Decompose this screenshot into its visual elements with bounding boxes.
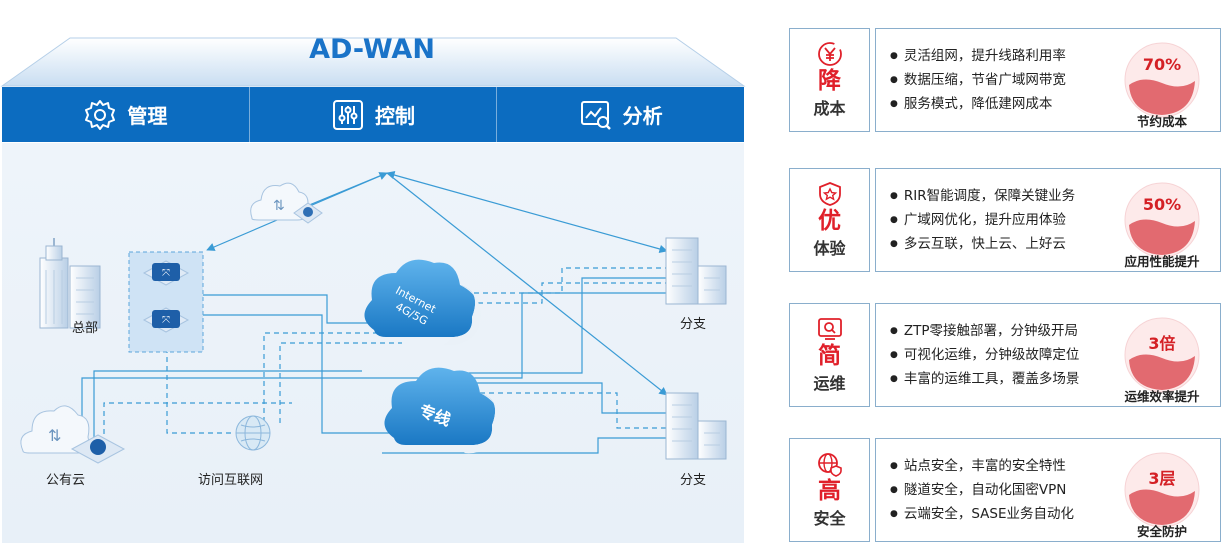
badge-circle: [1124, 182, 1200, 258]
badge-circle: [1124, 42, 1200, 118]
star-shield-icon: [818, 181, 841, 206]
hq-device-group: ⤧ ⤧: [128, 251, 204, 353]
badge-circle: [1124, 317, 1200, 393]
card-operations-tag: 简 运维: [789, 303, 870, 407]
card-experience-bullets: RIR智能调度，保障关键业务 广域网优化，提升应用体验 多云互联，快上云、上好云: [890, 185, 1075, 257]
label-public-cloud: 公有云: [46, 473, 86, 488]
menu-manage-label: 管理: [127, 104, 168, 128]
badge-caption: 安全防护: [1136, 524, 1187, 539]
branch1-building: [665, 237, 727, 305]
monitor-search-icon: [817, 317, 842, 340]
svg-text:⤧: ⤧: [162, 268, 170, 279]
internet-links: [103, 267, 667, 443]
page-title: AD-WAN: [309, 34, 435, 65]
bullet: 灵活组网，提升线路利用率: [890, 45, 1066, 69]
card-cost-bullets: 灵活组网，提升线路利用率 数据压缩，节省广域网带宽 服务模式，降低建网成本: [890, 45, 1066, 117]
card-security-body: 站点安全，丰富的安全特性 隧道安全，自动化国密VPN 云端安全，SASE业务自动…: [875, 438, 1221, 542]
card-experience-body: RIR智能调度，保障关键业务 广域网优化，提升应用体验 多云互联，快上云、上好云…: [875, 168, 1221, 272]
card-operations-bullets: ZTP零接触部署，分钟级开局 可视化运维，分钟级故障定位 丰富的运维工具，覆盖多…: [890, 320, 1080, 392]
architecture-panel: AD-WAN 管理 控制: [0, 34, 746, 543]
bullet: RIR智能调度，保障关键业务: [890, 185, 1075, 209]
card-experience-big: 优: [818, 207, 841, 234]
svg-text:⇅: ⇅: [48, 426, 61, 445]
card-security: 高 安全 站点安全，丰富的安全特性 隧道安全，自动化国密VPN 云端安全，SAS…: [789, 438, 1221, 542]
label-branch2: 分支: [680, 473, 707, 488]
bullet: 多云互联，快上云、上好云: [890, 233, 1075, 257]
branch2-building: [665, 392, 727, 460]
card-cost-sub: 成本: [813, 99, 846, 119]
card-operations-sub: 运维: [813, 374, 846, 394]
bullet: 站点安全，丰富的安全特性: [890, 455, 1074, 479]
roof-banner: [0, 37, 746, 87]
bullet: 可视化运维，分钟级故障定位: [890, 344, 1080, 368]
private-line-cloud: 专线: [384, 367, 501, 454]
svg-text:⤧: ⤧: [162, 315, 170, 326]
card-cost: 降 成本 灵活组网，提升线路利用率 数据压缩，节省广域网带宽 服务模式，降低建网…: [789, 28, 1221, 132]
bullet: 丰富的运维工具，覆盖多场景: [890, 368, 1080, 392]
bullet: 隧道安全，自动化国密VPN: [890, 479, 1074, 503]
network-diagram: ⇅: [2, 143, 744, 543]
badge-value: 3倍: [1148, 334, 1176, 353]
card-cost-tag: 降 成本: [789, 28, 870, 132]
controller-cloud: ⇅: [250, 182, 309, 221]
label-branch1: 分支: [680, 317, 707, 332]
svg-text:⇅: ⇅: [273, 198, 285, 214]
bullet: 云端安全，SASE业务自动化: [890, 503, 1074, 527]
card-security-sub: 安全: [813, 509, 846, 529]
card-experience-tag: 优 体验: [789, 168, 870, 272]
globe-shield-icon: [817, 452, 842, 477]
card-cost-body: 灵活组网，提升线路利用率 数据压缩，节省广域网带宽 服务模式，降低建网成本 70…: [875, 28, 1221, 132]
hq-building: [39, 238, 101, 329]
bullet: ZTP零接触部署，分钟级开局: [890, 320, 1079, 344]
public-cloud-device: [70, 434, 126, 464]
card-operations-body: ZTP零接触部署，分钟级开局 可视化运维，分钟级故障定位 丰富的运维工具，覆盖多…: [875, 303, 1221, 407]
benefit-cards: 降 成本 灵活组网，提升线路利用率 数据压缩，节省广域网带宽 服务模式，降低建网…: [789, 0, 1225, 548]
card-security-tag: 高 安全: [789, 438, 870, 542]
badge-caption: 应用性能提升: [1124, 254, 1200, 269]
card-operations: 简 运维 ZTP零接触部署，分钟级开局 可视化运维，分钟级故障定位 丰富的运维工…: [789, 303, 1221, 407]
badge-circle: [1124, 452, 1200, 528]
network-topology: ⇅: [20, 170, 727, 464]
internet-cloud: Internet 4G/5G: [364, 259, 481, 346]
badge-value: 50%: [1142, 195, 1182, 214]
card-experience: 优 体验 RIR智能调度，保障关键业务 广域网优化，提升应用体验 多云互联，快上…: [789, 168, 1221, 272]
card-cost-big: 降: [818, 67, 841, 94]
card-security-bullets: 站点安全，丰富的安全特性 隧道安全，自动化国密VPN 云端安全，SASE业务自动…: [890, 455, 1074, 527]
controller-device: [293, 202, 323, 224]
bullet: 数据压缩，节省广域网带宽: [890, 69, 1066, 93]
menu-analyze-label: 分析: [622, 104, 663, 128]
menu-control[interactable]: 控制: [250, 87, 498, 142]
yen-cycle-icon: [817, 41, 842, 66]
badge-value: 3层: [1148, 469, 1176, 488]
badge-caption: 节约成本: [1136, 114, 1187, 129]
private-line-links: [81, 277, 667, 454]
card-operations-big: 简: [818, 342, 841, 369]
label-internet-access: 访问互联网: [198, 473, 264, 488]
sliders-icon: [333, 99, 363, 130]
bullet: 广域网优化，提升应用体验: [890, 209, 1075, 233]
card-experience-sub: 体验: [813, 239, 846, 259]
badge-caption: 运维效率提升: [1124, 389, 1200, 404]
function-menu: 管理 控制 分析: [2, 87, 744, 142]
gear-icon: [85, 99, 116, 130]
analysis-icon: [580, 100, 611, 130]
menu-manage[interactable]: 管理: [2, 87, 250, 142]
badge-value: 70%: [1142, 55, 1182, 74]
card-security-big: 高: [818, 477, 841, 504]
menu-control-label: 控制: [375, 104, 415, 128]
menu-analyze[interactable]: 分析: [497, 87, 744, 142]
internet-globe: [235, 415, 271, 451]
public-cloud: ⇅: [20, 405, 90, 454]
label-hq: 总部: [72, 321, 99, 336]
bullet: 服务模式，降低建网成本: [890, 93, 1066, 117]
